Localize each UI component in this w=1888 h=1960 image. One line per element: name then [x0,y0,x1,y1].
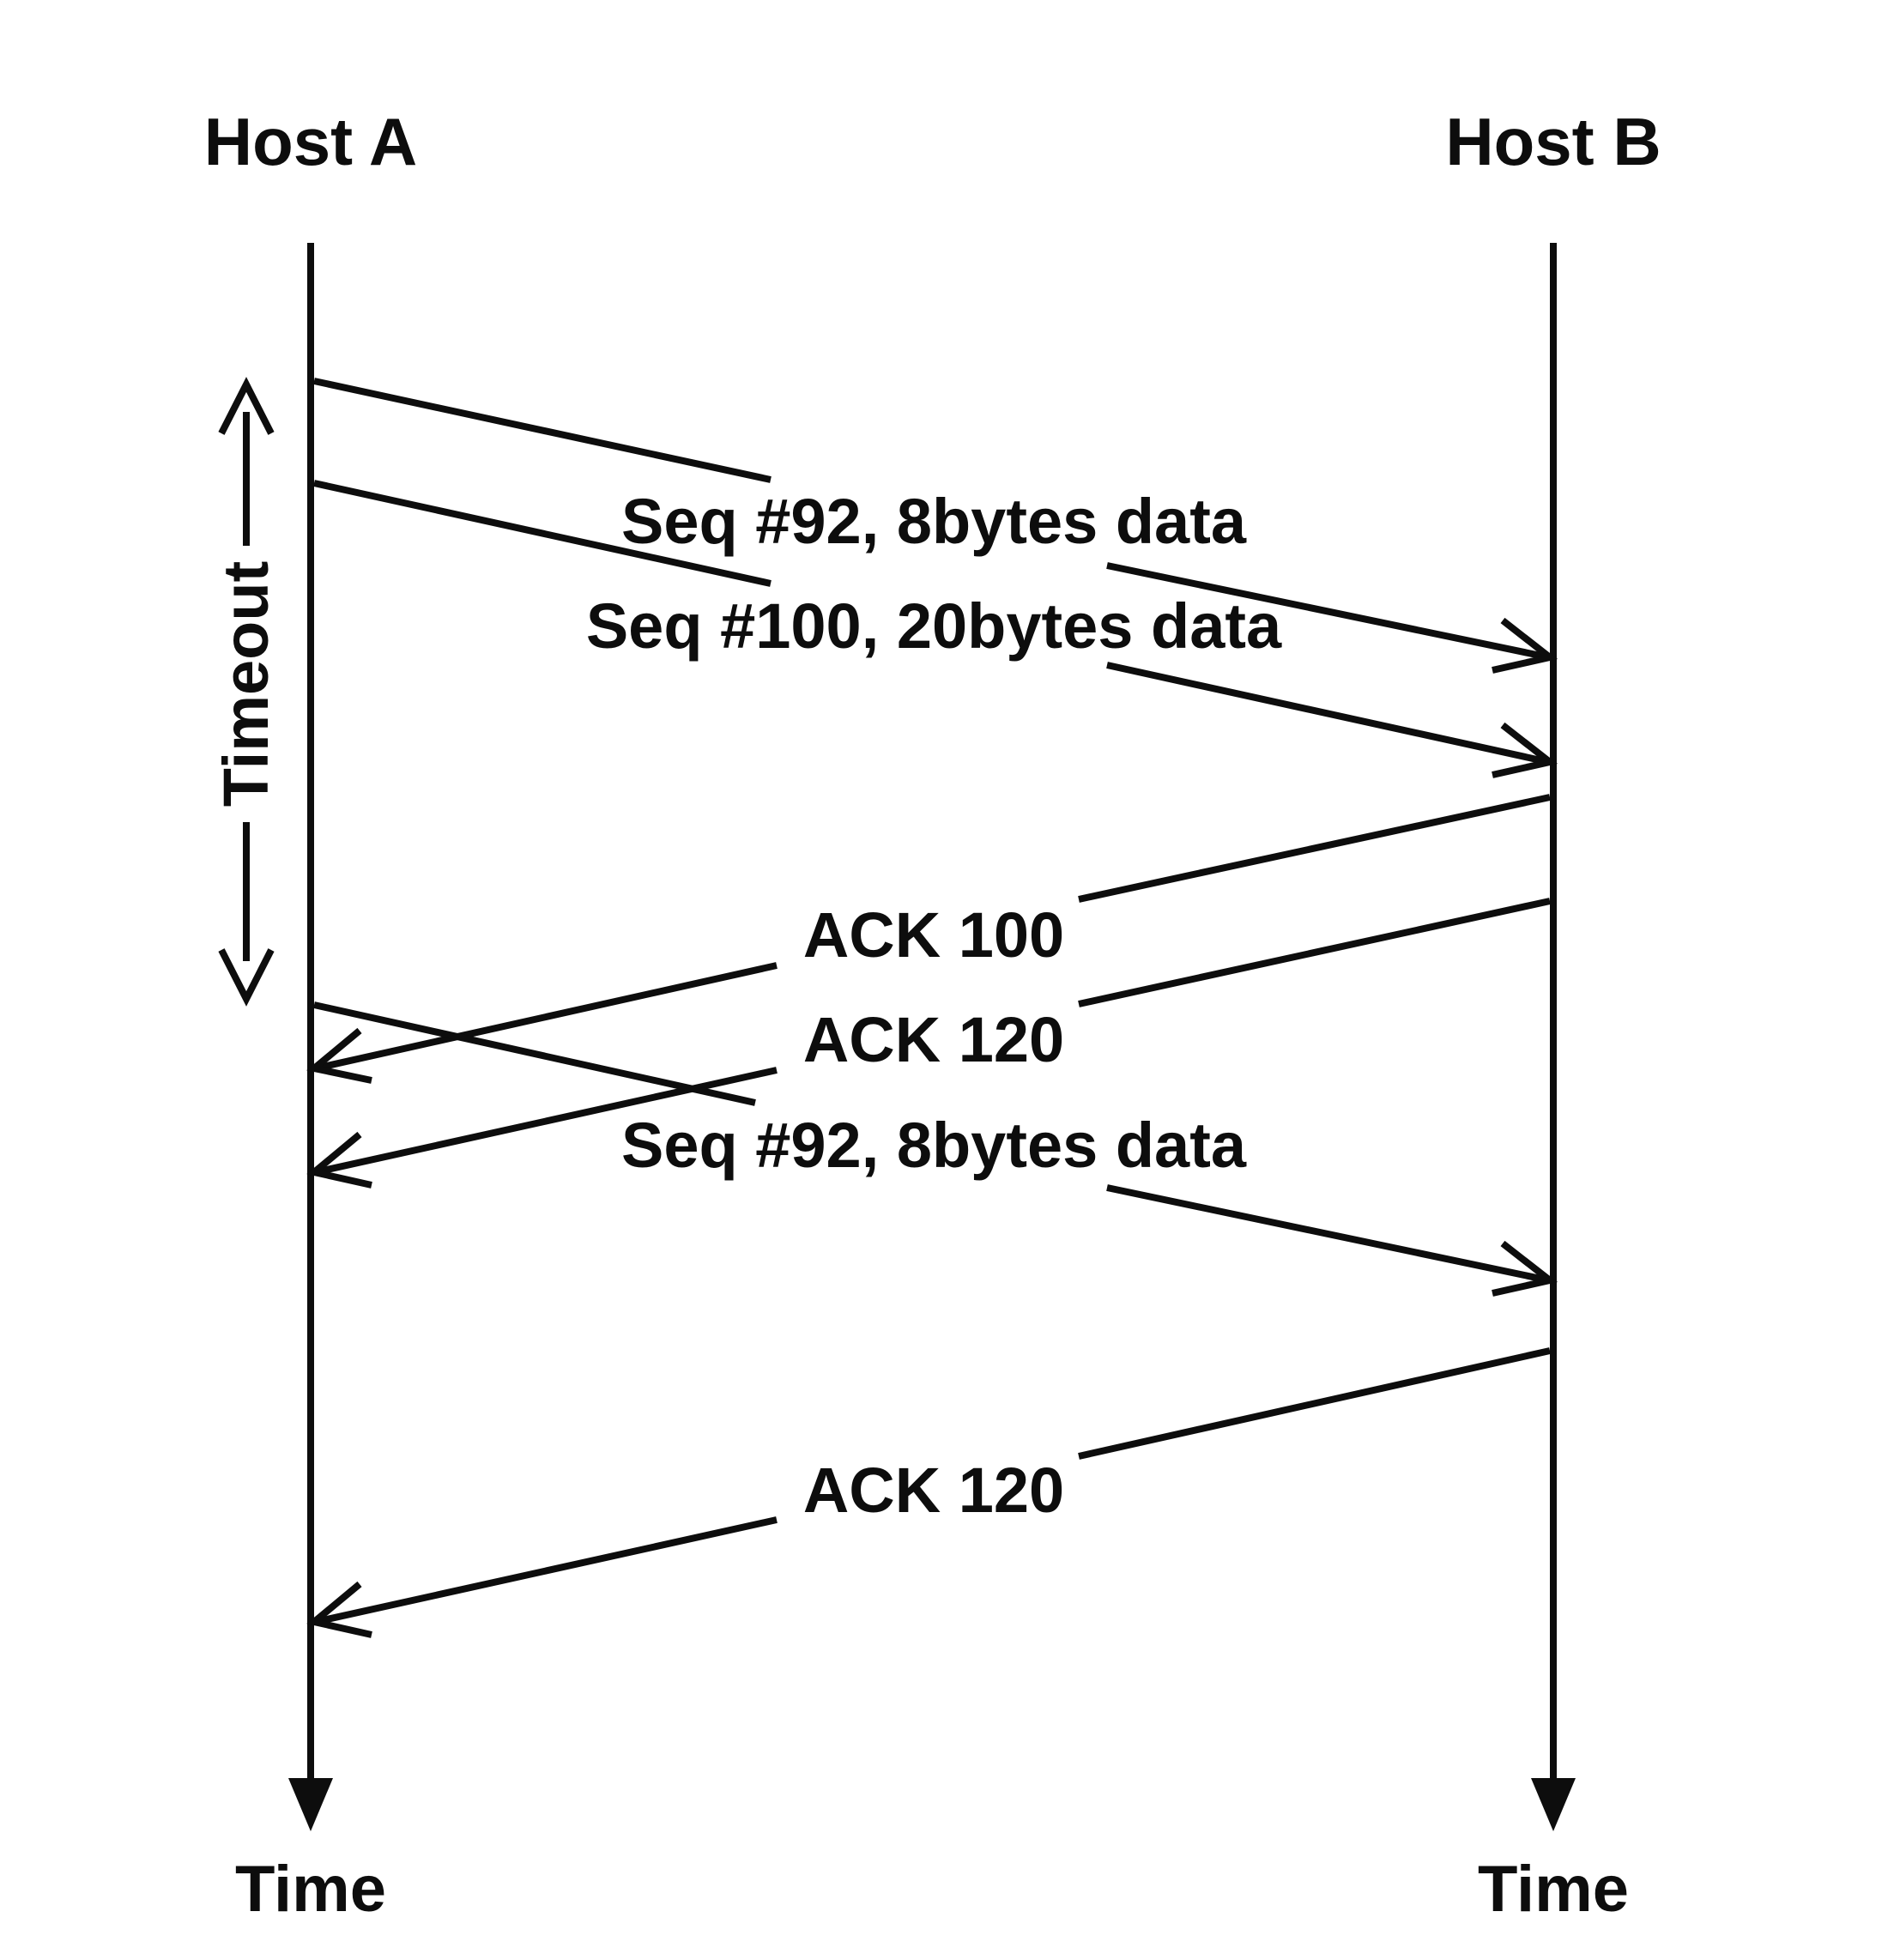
message-1-line-start [313,378,772,483]
message-4-line-start [1078,898,1551,1007]
host-b-time-label: Time [1478,1853,1629,1926]
message-6-line-end [318,1516,778,1624]
message-1-arrowhead [1492,617,1558,674]
timeout-label: Timeout [210,561,281,807]
host-b-label: Host B [1445,104,1661,179]
message-5-label: Seq #92, 8bytes data [621,1110,1247,1181]
message-1-line-end [1106,562,1546,660]
message-2-line-start [313,480,772,587]
message-2-arrowhead [1492,722,1558,778]
message-3-line-start [1078,794,1551,903]
message-6-arrowhead [306,1581,372,1638]
message-4-arrowhead [306,1131,372,1189]
message-2-label: Seq #100, 20bytes data [586,590,1282,662]
message-6-line-start [1078,1347,1551,1460]
host-a-label: Host A [204,104,417,179]
message-3-label: ACK 100 [803,899,1064,971]
timeout-arrowhead-down [218,948,275,1007]
host-b-timeline-arrowhead [1531,1778,1576,1831]
host-a-time-label: Time [235,1853,386,1926]
timeout-arrowhead-up [218,377,275,435]
message-5-arrowhead [1492,1240,1558,1297]
message-4-label: ACK 120 [803,1004,1064,1075]
message-3-arrowhead [306,1027,372,1084]
message-3-line-end [318,962,778,1071]
message-1-label: Seq #92, 8bytes data [621,486,1247,557]
host-a-timeline-arrowhead [288,1778,333,1831]
message-6-label: ACK 120 [803,1455,1064,1526]
message-4-line-end [318,1067,778,1175]
message-5-line-end [1106,1184,1546,1283]
message-5-line-start [313,1001,756,1106]
message-2-line-end [1106,662,1546,765]
